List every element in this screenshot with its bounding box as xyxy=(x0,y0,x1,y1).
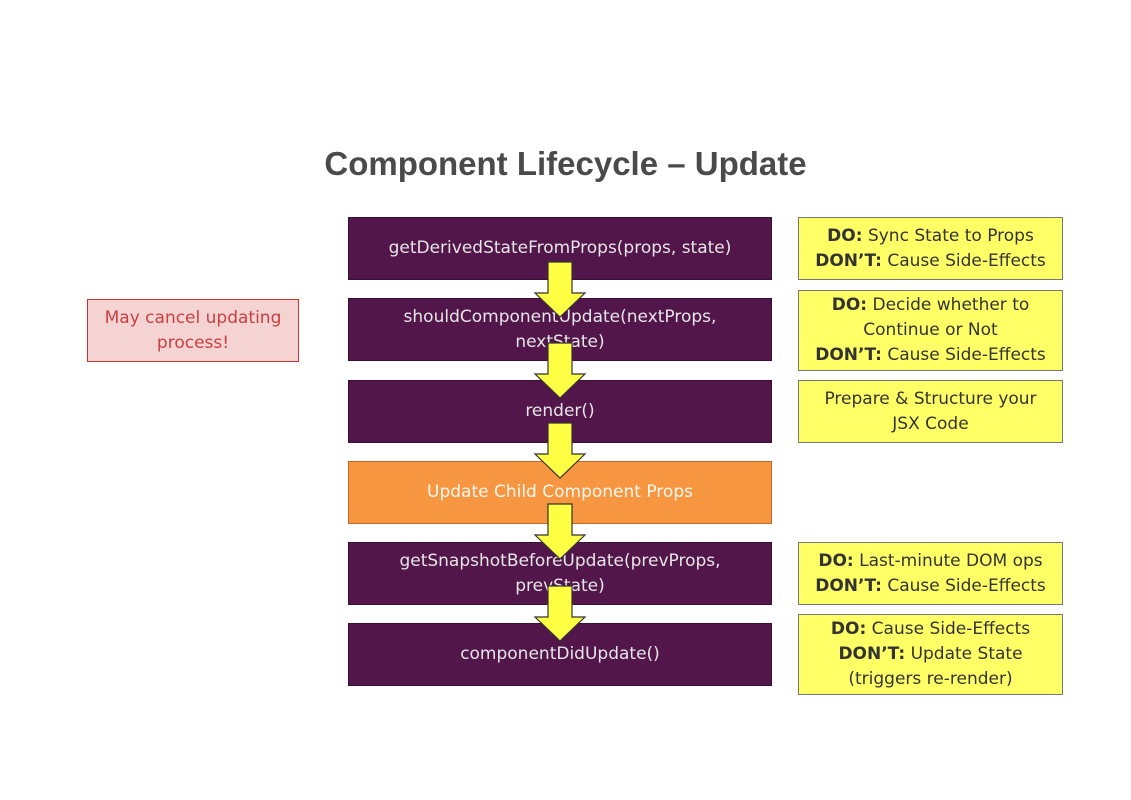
cancel-warning-box: May cancel updating process! xyxy=(87,299,299,362)
note-text-cont: JSX Code xyxy=(892,413,969,434)
step-label-cont: nextState) xyxy=(515,331,605,352)
dont-label: DON’T: xyxy=(838,644,906,664)
do-label: DO: xyxy=(830,619,867,639)
page-title: Component Lifecycle – Update xyxy=(324,145,807,182)
flow-arrow-5 xyxy=(533,585,587,642)
note-do-text-cont: Continue or Not xyxy=(863,320,998,340)
step-label: getSnapshotBeforeUpdate(prevProps, xyxy=(399,550,721,571)
note-render: Prepare & Structure your JSX Code xyxy=(798,380,1063,443)
dont-label: DON’T: xyxy=(815,250,882,271)
step-label: getDerivedStateFromProps(props, state) xyxy=(388,238,732,258)
do-label: DO: xyxy=(831,295,868,315)
dont-label: DON’T: xyxy=(815,345,882,365)
note-should-update: DO: Decide whether to Continue or Not DO… xyxy=(798,290,1063,371)
do-label: DO: xyxy=(827,225,863,246)
note-do-text: Cause Side-Effects xyxy=(871,619,1031,639)
note-dont-text: Cause Side-Effects xyxy=(887,345,1046,365)
step-label: componentDidUpdate() xyxy=(460,644,660,664)
note-dont-text: Cause Side-Effects xyxy=(887,575,1046,596)
step-label: render() xyxy=(525,401,595,421)
note-text: Prepare & Structure your xyxy=(824,388,1037,409)
warning-line-1: May cancel updating xyxy=(104,307,282,328)
note-do-text: Last-minute DOM ops xyxy=(859,550,1043,571)
flow-arrow-3 xyxy=(533,422,587,479)
note-do-text: Decide whether to xyxy=(872,295,1030,315)
note-do-text: Sync State to Props xyxy=(867,225,1034,246)
note-snapshot: DO: Last-minute DOM ops DON’T: Cause Sid… xyxy=(798,542,1063,605)
step-label: Update Child Component Props xyxy=(427,482,693,502)
warning-line-2: process! xyxy=(156,332,230,353)
note-did-update: DO: Cause Side-Effects DON’T: Update Sta… xyxy=(798,614,1063,695)
dont-label: DON’T: xyxy=(815,575,882,596)
do-label: DO: xyxy=(818,550,854,571)
note-dont-text-cont: (triggers re-render) xyxy=(848,669,1013,689)
note-get-derived-state: DO: Sync State to Props DON’T: Cause Sid… xyxy=(798,217,1063,280)
flow-arrow-2 xyxy=(533,342,587,399)
flow-arrow-1 xyxy=(533,261,587,318)
note-dont-text: Cause Side-Effects xyxy=(887,250,1046,271)
flow-arrow-4 xyxy=(533,503,587,560)
note-dont-text: Update State xyxy=(910,644,1023,664)
